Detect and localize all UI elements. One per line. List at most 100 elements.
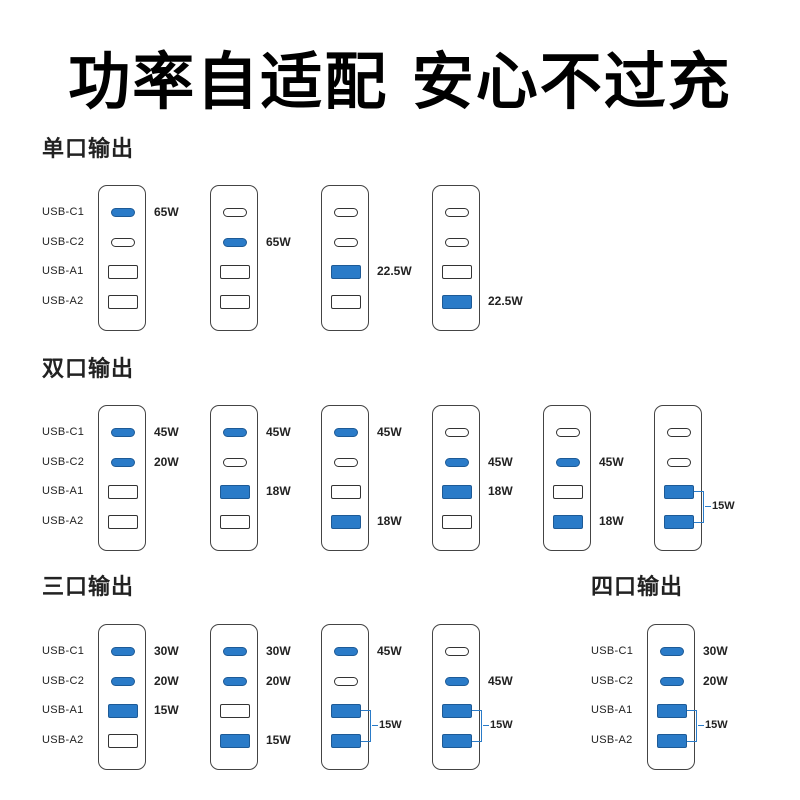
usb-c-port-c1	[445, 428, 469, 437]
wattage-c1: 65W	[154, 205, 179, 219]
charger-card	[432, 405, 480, 551]
wattage-c2: 20W	[703, 674, 728, 688]
shared-bracket	[694, 491, 704, 523]
wattage-c1: 30W	[266, 644, 291, 658]
bracket-tick	[372, 725, 378, 726]
charger-card	[210, 624, 258, 770]
charger-card	[432, 185, 480, 331]
shared-wattage: 15W	[705, 719, 728, 731]
usb-c-port-c1-active	[334, 428, 358, 437]
usb-c-port-c2-active	[111, 458, 135, 467]
port-label-usb-a1: USB-A1	[42, 485, 84, 497]
wattage-c1: 30W	[154, 644, 179, 658]
usb-c-port-c1	[334, 208, 358, 217]
charger-card	[321, 624, 369, 770]
usb-c-port-c2	[667, 458, 691, 467]
usb-c-port-c1-active	[111, 208, 135, 217]
port-label-usb-c2: USB-C2	[42, 456, 85, 468]
shared-bracket	[687, 710, 697, 742]
wattage-c2: 20W	[154, 674, 179, 688]
charger-card	[654, 405, 702, 551]
usb-a-port-a2-active	[657, 734, 687, 748]
port-label-usb-c2: USB-C2	[591, 675, 634, 687]
port-label-usb-a1: USB-A1	[42, 265, 84, 277]
usb-a-port-a1	[108, 485, 138, 499]
charger-card	[210, 185, 258, 331]
usb-a-port-a1	[553, 485, 583, 499]
usb-c-port-c2-active	[660, 677, 684, 686]
usb-c-port-c2	[334, 458, 358, 467]
usb-c-port-c1-active	[111, 428, 135, 437]
usb-a-port-a2-active	[331, 515, 361, 529]
usb-a-port-a1	[220, 265, 250, 279]
bracket-tick	[483, 725, 489, 726]
port-label-usb-a2: USB-A2	[42, 515, 84, 527]
usb-c-port-c1-active	[111, 647, 135, 656]
port-label-usb-a2: USB-A2	[591, 734, 633, 746]
shared-bracket	[472, 710, 482, 742]
port-label-usb-a1: USB-A1	[42, 704, 84, 716]
usb-c-port-c1	[223, 208, 247, 217]
usb-a-port-a1-active	[108, 704, 138, 718]
wattage-c1: 45W	[377, 425, 402, 439]
usb-a-port-a2-active	[553, 515, 583, 529]
section-heading-quad: 四口输出	[591, 575, 684, 600]
wattage-a2: 15W	[266, 733, 291, 747]
usb-c-port-c2-active	[223, 677, 247, 686]
usb-c-port-c2	[334, 677, 358, 686]
usb-a-port-a1-active	[442, 704, 472, 718]
usb-c-port-c1-active	[223, 647, 247, 656]
charger-card	[647, 624, 695, 770]
usb-a-port-a2-active	[664, 515, 694, 529]
usb-a-port-a2	[220, 295, 250, 309]
wattage-c2: 45W	[488, 455, 513, 469]
usb-c-port-c1	[445, 647, 469, 656]
usb-c-port-c1-active	[660, 647, 684, 656]
usb-c-port-c2	[445, 238, 469, 247]
usb-c-port-c2-active	[556, 458, 580, 467]
wattage-a2: 22.5W	[488, 294, 523, 308]
usb-a-port-a1-active	[220, 485, 250, 499]
usb-a-port-a2	[108, 734, 138, 748]
usb-a-port-a2	[220, 515, 250, 529]
usb-a-port-a2	[108, 515, 138, 529]
wattage-a2: 18W	[599, 514, 624, 528]
usb-a-port-a1	[108, 265, 138, 279]
usb-c-port-c2-active	[111, 677, 135, 686]
usb-a-port-a1	[220, 704, 250, 718]
port-label-usb-c2: USB-C2	[42, 236, 85, 248]
shared-wattage: 15W	[712, 500, 735, 512]
usb-c-port-c2	[111, 238, 135, 247]
usb-a-port-a2-active	[331, 734, 361, 748]
usb-c-port-c1-active	[334, 647, 358, 656]
usb-c-port-c1	[667, 428, 691, 437]
wattage-c2: 20W	[266, 674, 291, 688]
port-label-usb-c1: USB-C1	[42, 645, 85, 657]
wattage-a1: 18W	[266, 484, 291, 498]
port-label-usb-c1: USB-C1	[42, 206, 85, 218]
usb-a-port-a2	[108, 295, 138, 309]
wattage-a1: 18W	[488, 484, 513, 498]
bracket-tick	[698, 725, 704, 726]
shared-wattage: 15W	[490, 719, 513, 731]
charger-card	[98, 405, 146, 551]
usb-a-port-a2	[442, 515, 472, 529]
wattage-c2: 20W	[154, 455, 179, 469]
wattage-a1: 22.5W	[377, 264, 412, 278]
section-heading-single: 单口输出	[42, 137, 135, 162]
usb-c-port-c2-active	[223, 238, 247, 247]
wattage-c1: 45W	[377, 644, 402, 658]
usb-a-port-a1-active	[664, 485, 694, 499]
wattage-a2: 18W	[377, 514, 402, 528]
charger-card	[210, 405, 258, 551]
section-heading-dual: 双口输出	[42, 357, 135, 382]
wattage-c1: 30W	[703, 644, 728, 658]
port-label-usb-a1: USB-A1	[591, 704, 633, 716]
charger-card	[543, 405, 591, 551]
section-heading-triple: 三口输出	[42, 575, 135, 600]
usb-c-port-c1	[445, 208, 469, 217]
usb-a-port-a1-active	[331, 704, 361, 718]
usb-a-port-a2-active	[220, 734, 250, 748]
page-title: 功率自适配 安心不过充	[68, 45, 732, 118]
usb-c-port-c1-active	[223, 428, 247, 437]
